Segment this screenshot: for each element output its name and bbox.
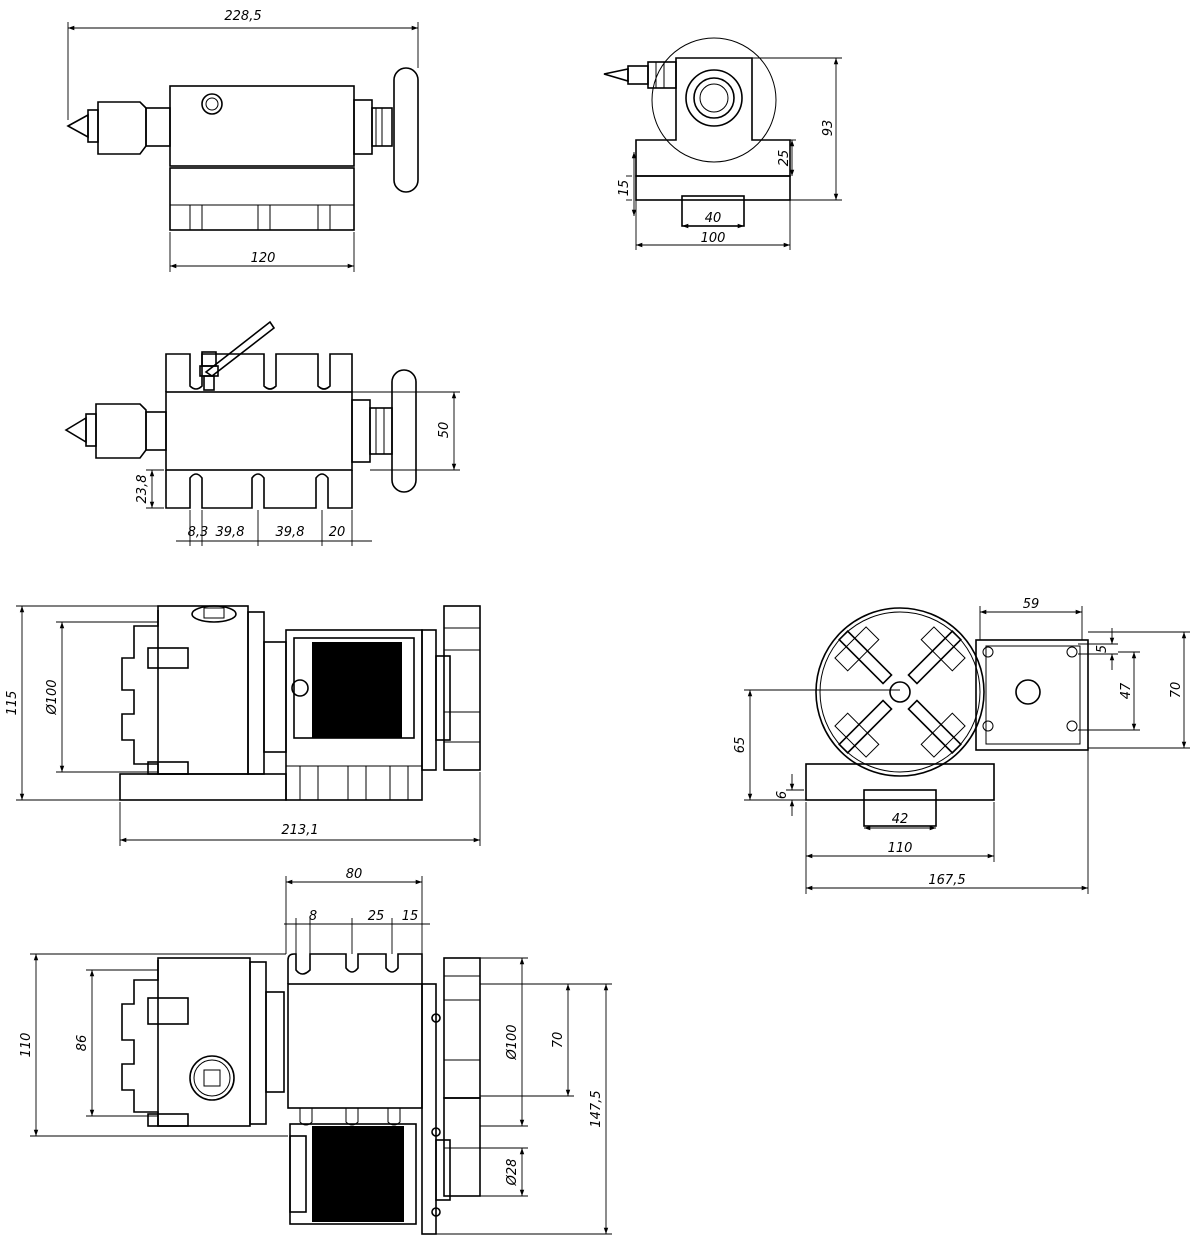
rotary-top-view: 80 8 25 15 110 86 Ø100 70 147,5 Ø28 (19, 867, 612, 1235)
dim-base-width: 110 (888, 841, 913, 856)
tailstock-top-view: 228,5 120 (66, 9, 419, 272)
dim-slot-pitch-2: 39,8 (216, 525, 245, 540)
dim-slot-width: 40 (705, 211, 722, 226)
dim-body-length: 80 (346, 867, 363, 882)
dim-base-thickness: 15 (617, 180, 632, 197)
dim-slot-pitch-3: 39,8 (276, 525, 305, 540)
rotary-front-view: 59 70 5 47 65 6 42 110 167,5 (733, 597, 1190, 894)
dim-height: 93 (821, 120, 836, 137)
dim-motor-height: 70 (1169, 682, 1184, 699)
dim-plate-diameter: Ø100 (505, 1024, 520, 1060)
dim-slot-width: 8 (309, 909, 317, 924)
dim-end-offset: 15 (402, 909, 419, 924)
dim-base-width: 110 (19, 1033, 34, 1058)
tailstock-end-view: 93 25 15 40 100 (603, 37, 842, 250)
dim-overall-depth: 147,5 (589, 1090, 604, 1127)
dim-slot-pitch-1: 8,3 (188, 525, 209, 540)
dim-base-thickness: 6 (775, 791, 790, 799)
dim-hole-spacing: 47 (1119, 682, 1134, 699)
tailstock-side-view: 50 23,8 8,3 39,8 39,8 20 (64, 320, 460, 546)
dim-motor-width: 59 (1023, 597, 1040, 612)
dim-overall-width: 167,5 (928, 873, 965, 888)
dim-end-offset: 20 (329, 525, 346, 540)
dim-pulley-diameter: Ø28 (505, 1159, 520, 1187)
dim-plate-height: 70 (551, 1032, 566, 1049)
dim-body-height: 50 (437, 422, 452, 439)
dim-slot-pitch: 25 (368, 909, 385, 924)
dim-base-width: 100 (701, 231, 726, 246)
dim-overall-length: 228,5 (224, 9, 261, 24)
dim-base-height: 23,8 (135, 475, 150, 504)
dim-slot-width: 42 (892, 812, 909, 827)
dim-chuck-diameter: Ø100 (45, 679, 60, 715)
dim-hole-offset: 5 (1095, 645, 1110, 653)
dim-chuck-body: 86 (75, 1035, 90, 1052)
dim-body-step: 25 (777, 150, 792, 167)
dim-center-height: 65 (733, 737, 748, 754)
rotary-side-view: 115 Ø100 213,1 (5, 605, 481, 846)
dim-height: 115 (5, 691, 20, 716)
dim-overall-length: 213,1 (281, 823, 318, 838)
dim-base-length: 120 (251, 251, 276, 266)
